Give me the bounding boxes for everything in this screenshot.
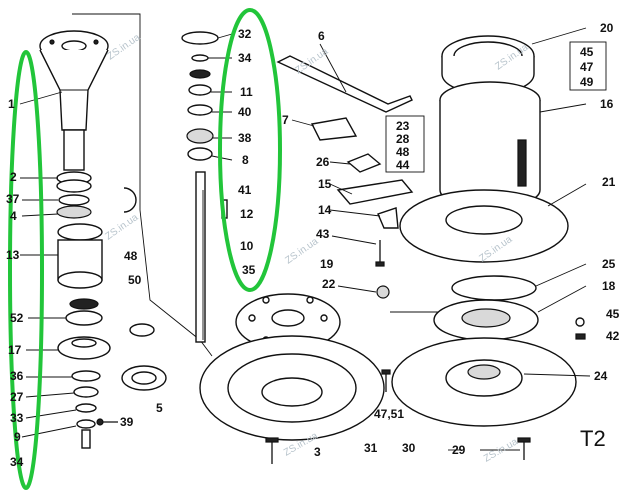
label-35: 35 xyxy=(242,263,256,277)
left-side-labels: 48 50 5 39 xyxy=(120,249,163,429)
left-spindle-assembly xyxy=(39,13,213,449)
label-47: 47 xyxy=(580,60,594,74)
right-drum-assembly xyxy=(381,35,586,460)
box-a-labels: 23 28 48 44 xyxy=(396,119,410,172)
left-column-labels: 1 2 37 4 13 52 17 36 27 33 9 34 xyxy=(6,97,24,469)
label-48: 48 xyxy=(124,249,138,263)
middle-parts xyxy=(199,55,470,464)
label-24: 24 xyxy=(594,369,608,383)
label-29: 29 xyxy=(452,443,466,457)
label-16: 16 xyxy=(600,97,614,111)
label-34-bottom: 34 xyxy=(10,455,24,469)
watermark-2: ZS.in.ua xyxy=(103,212,140,243)
label-1: 1 xyxy=(8,97,15,111)
label-13: 13 xyxy=(6,248,20,262)
label-10: 10 xyxy=(240,239,254,253)
watermark-4: ZS.in.ua xyxy=(283,236,320,267)
diagram-title: T2 xyxy=(580,426,606,451)
label-25: 25 xyxy=(602,257,616,271)
right-labels: 20 16 21 25 18 45 42 24 30 29 47,51 xyxy=(374,21,620,457)
label-2: 2 xyxy=(10,170,17,184)
label-9: 9 xyxy=(14,430,21,444)
label-31: 31 xyxy=(364,441,378,455)
label-43: 43 xyxy=(316,227,330,241)
label-19: 19 xyxy=(320,257,334,271)
box-a-frame xyxy=(385,115,425,173)
label-47-51: 47,51 xyxy=(374,407,404,421)
label-49: 49 xyxy=(580,75,594,89)
label-22: 22 xyxy=(322,277,336,291)
shaft-labels: 32 34 11 40 38 8 41 12 10 35 xyxy=(238,27,256,277)
box-b-frame xyxy=(569,41,607,91)
label-34: 34 xyxy=(238,51,252,65)
label-44: 44 xyxy=(396,158,410,172)
label-38: 38 xyxy=(238,131,252,145)
label-14: 14 xyxy=(318,203,332,217)
label-11: 11 xyxy=(240,85,253,99)
label-27: 27 xyxy=(10,390,24,404)
label-28: 28 xyxy=(396,132,410,146)
label-52: 52 xyxy=(10,311,24,325)
label-21: 21 xyxy=(602,175,616,189)
box-b-labels: 45 47 49 xyxy=(580,45,594,89)
label-41: 41 xyxy=(238,183,252,197)
label-48-box: 48 xyxy=(396,145,410,159)
label-30: 30 xyxy=(402,441,416,455)
highlight-shaft-labels xyxy=(218,8,282,292)
label-39: 39 xyxy=(120,415,134,429)
label-26: 26 xyxy=(316,155,330,169)
label-17: 17 xyxy=(8,343,22,357)
label-8: 8 xyxy=(242,153,249,167)
label-40: 40 xyxy=(238,105,252,119)
label-3: 3 xyxy=(314,445,321,459)
label-45-box: 45 xyxy=(580,45,594,59)
highlight-left-column xyxy=(8,50,44,490)
label-20: 20 xyxy=(600,21,614,35)
label-45: 45 xyxy=(606,307,620,321)
label-33: 33 xyxy=(10,411,24,425)
label-36: 36 xyxy=(10,369,24,383)
label-42: 42 xyxy=(606,329,620,343)
label-50: 50 xyxy=(128,273,142,287)
label-7: 7 xyxy=(282,113,289,127)
watermark-1: ZS.in.ua xyxy=(105,32,142,63)
middle-labels: 6 7 26 15 14 43 19 22 3 31 xyxy=(282,29,378,459)
label-6: 6 xyxy=(318,29,325,43)
label-37: 37 xyxy=(6,192,20,206)
label-15: 15 xyxy=(318,177,332,191)
label-12: 12 xyxy=(240,207,254,221)
label-32: 32 xyxy=(238,27,252,41)
leader-lines xyxy=(19,27,591,451)
label-4: 4 xyxy=(10,209,17,223)
label-23: 23 xyxy=(396,119,410,133)
label-18: 18 xyxy=(602,279,616,293)
label-5: 5 xyxy=(156,401,163,415)
